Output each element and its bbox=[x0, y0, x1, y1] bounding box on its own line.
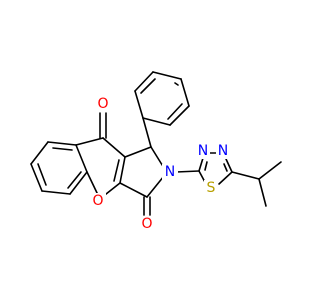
double-bond-inner bbox=[113, 159, 120, 182]
bond bbox=[231, 171, 260, 180]
bond bbox=[75, 144, 88, 173]
double-bond-inner bbox=[67, 171, 82, 189]
double-bond-inner bbox=[140, 78, 156, 94]
bond bbox=[30, 163, 43, 192]
bond bbox=[258, 161, 282, 180]
bond bbox=[47, 141, 77, 146]
oxygen-atom-label: O bbox=[92, 193, 103, 209]
label-background bbox=[196, 143, 210, 159]
molecule-structure: O O O N N N S bbox=[30, 71, 282, 232]
label-background bbox=[204, 180, 218, 196]
bond bbox=[180, 78, 190, 107]
bond bbox=[150, 146, 165, 169]
phenyl-ring bbox=[134, 71, 190, 148]
double-bond-inner bbox=[37, 163, 47, 186]
bond bbox=[102, 137, 126, 158]
bond bbox=[142, 117, 171, 126]
bond bbox=[41, 190, 71, 195]
double-bond-inner bbox=[167, 103, 183, 120]
oxygen-atom-label: O bbox=[97, 96, 108, 112]
double-bond-inner bbox=[52, 147, 73, 151]
bond bbox=[258, 178, 267, 207]
label-background bbox=[139, 216, 155, 232]
label-background bbox=[95, 96, 111, 112]
bond bbox=[146, 175, 165, 198]
benzo-ring bbox=[30, 141, 88, 195]
bond bbox=[218, 171, 233, 185]
bond bbox=[225, 158, 233, 173]
isopropyl-group bbox=[231, 161, 282, 207]
nitrogen-atom-label: N bbox=[165, 164, 175, 180]
double-bond-inner bbox=[223, 163, 228, 172]
bond bbox=[75, 137, 104, 146]
bond bbox=[169, 105, 190, 126]
nitrogen-atom-label: N bbox=[218, 143, 228, 159]
bond bbox=[124, 146, 152, 158]
oxygen-atom-label: O bbox=[141, 216, 152, 232]
bond bbox=[142, 117, 152, 148]
double-bond-inner bbox=[204, 161, 208, 171]
pyran-ring bbox=[75, 137, 126, 199]
bond bbox=[134, 71, 154, 92]
bond bbox=[198, 157, 204, 172]
molecule-diagram: O O O N N N S bbox=[30, 71, 282, 232]
bond bbox=[69, 171, 88, 195]
label-background bbox=[162, 164, 178, 180]
pyrrolidine-ring bbox=[119, 146, 165, 198]
bond bbox=[119, 156, 126, 184]
bond bbox=[119, 182, 148, 198]
bond bbox=[86, 171, 99, 196]
bond bbox=[30, 141, 49, 165]
double-bond-inner bbox=[174, 82, 179, 86]
bond bbox=[134, 90, 144, 119]
label-background bbox=[90, 193, 106, 209]
bond bbox=[152, 71, 182, 80]
bond bbox=[175, 170, 200, 173]
nitrogen-atom-label: N bbox=[198, 143, 208, 159]
label-background bbox=[216, 143, 230, 159]
sulfur-atom-label: S bbox=[207, 180, 216, 196]
